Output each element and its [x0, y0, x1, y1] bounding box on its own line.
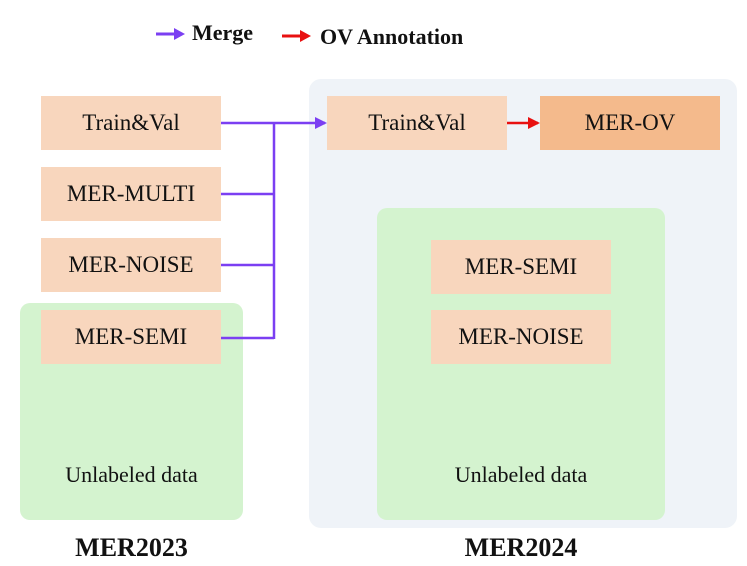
legend-ov-annotation-label: OV Annotation — [320, 24, 464, 49]
mer2023-mer-noise-box: MER-NOISE — [41, 238, 221, 292]
legend: Merge OV Annotation — [150, 18, 510, 52]
mer2024-mer-semi-box: MER-SEMI — [431, 240, 611, 294]
mer2024-trainval-box: Train&Val — [327, 96, 507, 150]
mer2024-title: MER2024 — [464, 533, 578, 562]
legend-merge-label: Merge — [192, 20, 254, 45]
mer2023-mer-multi-box: MER-MULTI — [41, 167, 221, 221]
mer2023-mer-semi-box: MER-SEMI — [41, 310, 221, 364]
mer2023-unlabeled-caption: Unlabeled data — [65, 462, 198, 487]
mer2023-title: MER2023 — [75, 533, 188, 562]
merge-arrow-icon — [156, 28, 185, 40]
mer2024-mer-ov-box: MER-OV — [540, 96, 720, 150]
mer2024-mer-noise-box: MER-NOISE — [431, 310, 611, 364]
mer2024-unlabeled-caption: Unlabeled data — [454, 462, 588, 487]
mer2023-trainval-box: Train&Val — [41, 96, 221, 150]
ov-annotation-arrow-icon — [282, 30, 311, 42]
